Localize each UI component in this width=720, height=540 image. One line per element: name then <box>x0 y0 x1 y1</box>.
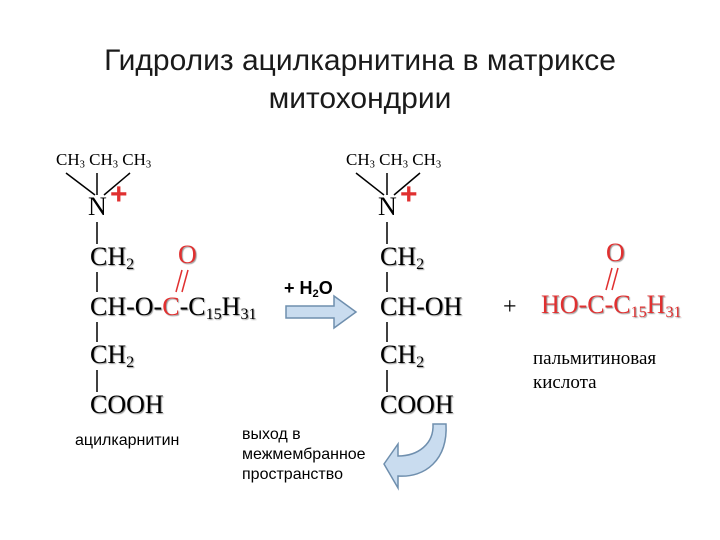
middle-cooh: COOH <box>380 390 454 419</box>
middle-methyl-groups: CH3 CH3 CH3 <box>346 150 442 171</box>
title-line-2: митохондрии <box>268 82 452 115</box>
middle-nitrogen: N <box>378 192 397 221</box>
left-caption: ацилкарнитин <box>75 432 180 449</box>
left-carbonyl-oxygen: O <box>178 240 197 269</box>
middle-ch2-bottom: CH2 <box>380 340 425 372</box>
left-cooh: COOH <box>90 390 164 419</box>
middle-positive-charge: + <box>400 178 418 211</box>
left-ch2-top: CH2 <box>90 242 135 274</box>
exit-note-line-2: межмембранное <box>242 446 366 463</box>
left-nitrogen: N <box>88 192 107 221</box>
product-plus-sign: + <box>503 294 517 320</box>
middle-choh: CH-OH <box>380 292 463 321</box>
title-line-1: Гидролиз ацилкарнитина в матриксе <box>104 44 616 77</box>
exit-note-line-3: пространство <box>242 466 343 483</box>
exit-note-line-1: выход в <box>242 426 301 443</box>
left-ch2-bottom: CH2 <box>90 340 135 372</box>
water-reagent: + H2O <box>284 278 333 300</box>
product-carbonyl-oxygen: O <box>606 238 625 267</box>
left-methyl-groups: CH3 CH3 CH3 <box>56 150 152 171</box>
product-caption-line-1: пальмитиновая <box>533 348 657 369</box>
left-positive-charge: + <box>110 178 128 211</box>
product-caption-line-2: кислота <box>533 372 597 393</box>
left-ester-chain: CH-O-C-C15H31 <box>90 292 257 324</box>
palmitic-acid-formula: HO-C-C15H31 <box>541 290 682 322</box>
middle-ch2-top: CH2 <box>380 242 425 274</box>
